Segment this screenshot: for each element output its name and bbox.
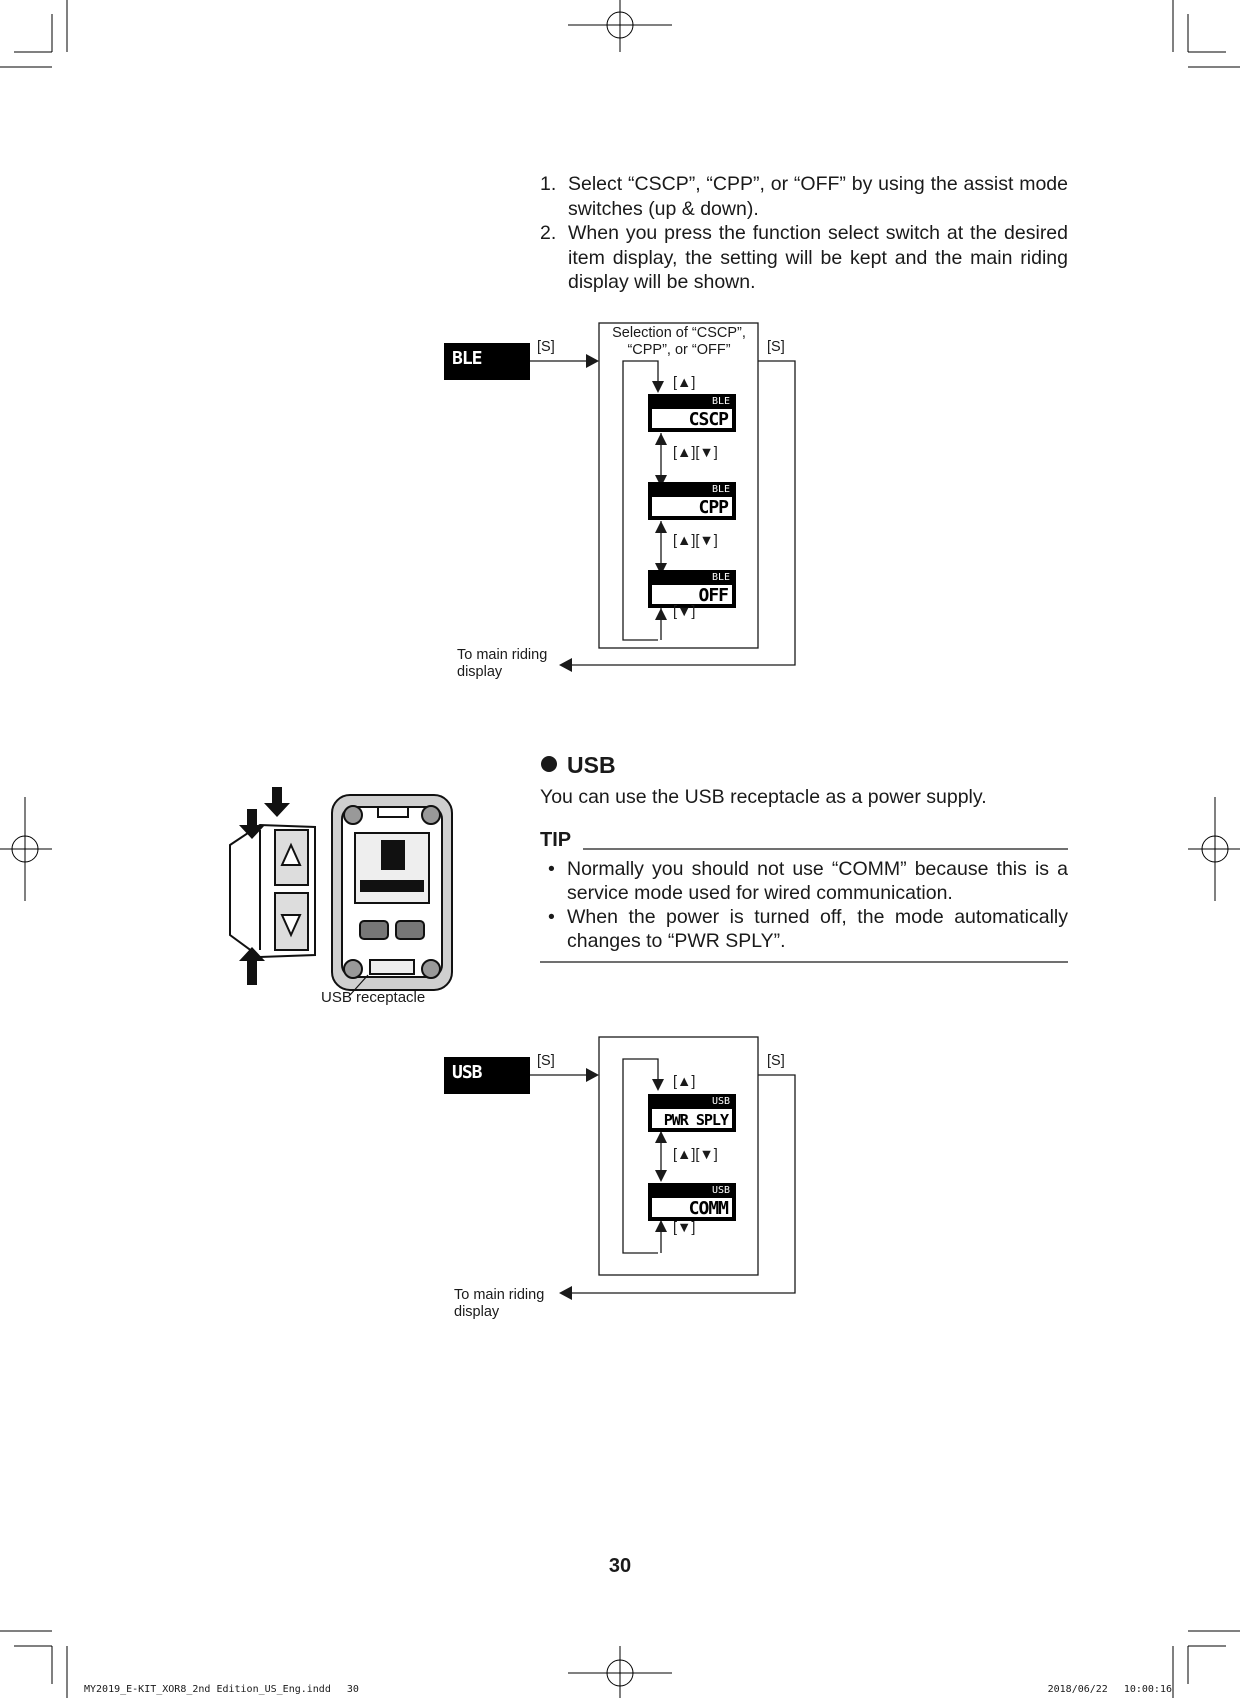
updown-arrow-label: [▲][▼] <box>673 445 718 461</box>
page-number: 30 <box>608 1555 632 1577</box>
bullet-dot: • <box>548 906 555 928</box>
screen-text: COMM <box>652 1198 732 1219</box>
section-intro: You can use the USB receptacle as a powe… <box>540 786 987 808</box>
screen-comm: USB COMM <box>648 1183 736 1221</box>
label-line: To main riding <box>457 647 548 663</box>
screen-text: CSCP <box>652 409 732 430</box>
tip-text: Normally you should not use “COMM” becau… <box>567 858 1068 904</box>
to-main-display-label: To main riding display <box>457 647 547 681</box>
start-screen-ble: BLE <box>444 343 530 380</box>
display-unit-illustration <box>229 787 453 996</box>
label-line: display <box>454 1304 500 1320</box>
figure-caption: USB receptacle <box>321 989 426 1006</box>
down-arrow-label: [▼] <box>673 604 696 620</box>
footer-timestamp: 2018/06/22 10:00:16 <box>1047 1684 1172 1695</box>
screen-text: PWR SPLY <box>652 1109 732 1129</box>
step-item: 2. When you press the function select swi… <box>538 221 1068 295</box>
screen-top-label: USB <box>650 1096 734 1108</box>
to-main-display-label: To main riding display <box>454 1287 544 1321</box>
s-switch-label: [S] <box>537 1053 555 1069</box>
label-line: display <box>457 664 503 680</box>
tip-list: • Normally you should not use “COMM” beca… <box>548 857 1068 953</box>
step-text: When you press the function select switc… <box>568 222 1068 293</box>
step-text: Select “CSCP”, “CPP”, or “OFF” by using … <box>568 173 1068 220</box>
up-arrow-label: [▲] <box>673 375 696 391</box>
start-screen-usb: USB <box>444 1057 530 1094</box>
section-title: USB <box>567 752 616 778</box>
screen-text: OFF <box>652 585 732 606</box>
updown-arrow-label: [▲][▼] <box>673 533 718 549</box>
screen-text: USB <box>448 1063 526 1083</box>
step-item: 1. Select “CSCP”, “CPP”, or “OFF” by usin… <box>538 172 1068 221</box>
screen-top-label: USB <box>650 1185 734 1197</box>
s-switch-label: [S] <box>537 339 555 355</box>
down-arrow-label: [▼] <box>673 1220 696 1236</box>
step-number: 1. <box>540 173 557 195</box>
instruction-steps: 1. Select “CSCP”, “CPP”, or “OFF” by usin… <box>538 172 1068 295</box>
s-switch-label: [S] <box>767 339 785 355</box>
s-switch-label: [S] <box>767 1053 785 1069</box>
screen-pwr-sply: USB PWR SPLY <box>648 1094 736 1132</box>
tip-text: When the power is turned off, the mode a… <box>567 906 1068 952</box>
screen-text: BLE <box>448 349 526 369</box>
screen-text: CPP <box>652 497 732 518</box>
footer-file-info: MY2019_E-KIT_XOR8_2nd Edition_US_Eng.ind… <box>84 1684 359 1695</box>
section-bullet <box>541 756 557 772</box>
tip-item: • Normally you should not use “COMM” beca… <box>548 857 1068 905</box>
screen-top-label: BLE <box>650 572 734 584</box>
screen-cpp: BLE CPP <box>648 482 736 520</box>
screen-top-label: BLE <box>650 484 734 496</box>
screen-cscp: BLE CSCP <box>648 394 736 432</box>
tip-heading: TIP <box>540 829 572 851</box>
screen-top-label: BLE <box>650 396 734 408</box>
selection-box-label: Selection of “CSCP”, “CPP”, or “OFF” <box>612 325 746 358</box>
step-number: 2. <box>540 222 557 244</box>
tip-item: • When the power is turned off, the mode … <box>548 905 1068 953</box>
screen-off: BLE OFF <box>648 570 736 608</box>
up-arrow-label: [▲] <box>673 1074 696 1090</box>
updown-arrow-label: [▲][▼] <box>673 1147 718 1163</box>
bullet-dot: • <box>548 858 555 880</box>
label-line: To main riding <box>454 1287 545 1303</box>
